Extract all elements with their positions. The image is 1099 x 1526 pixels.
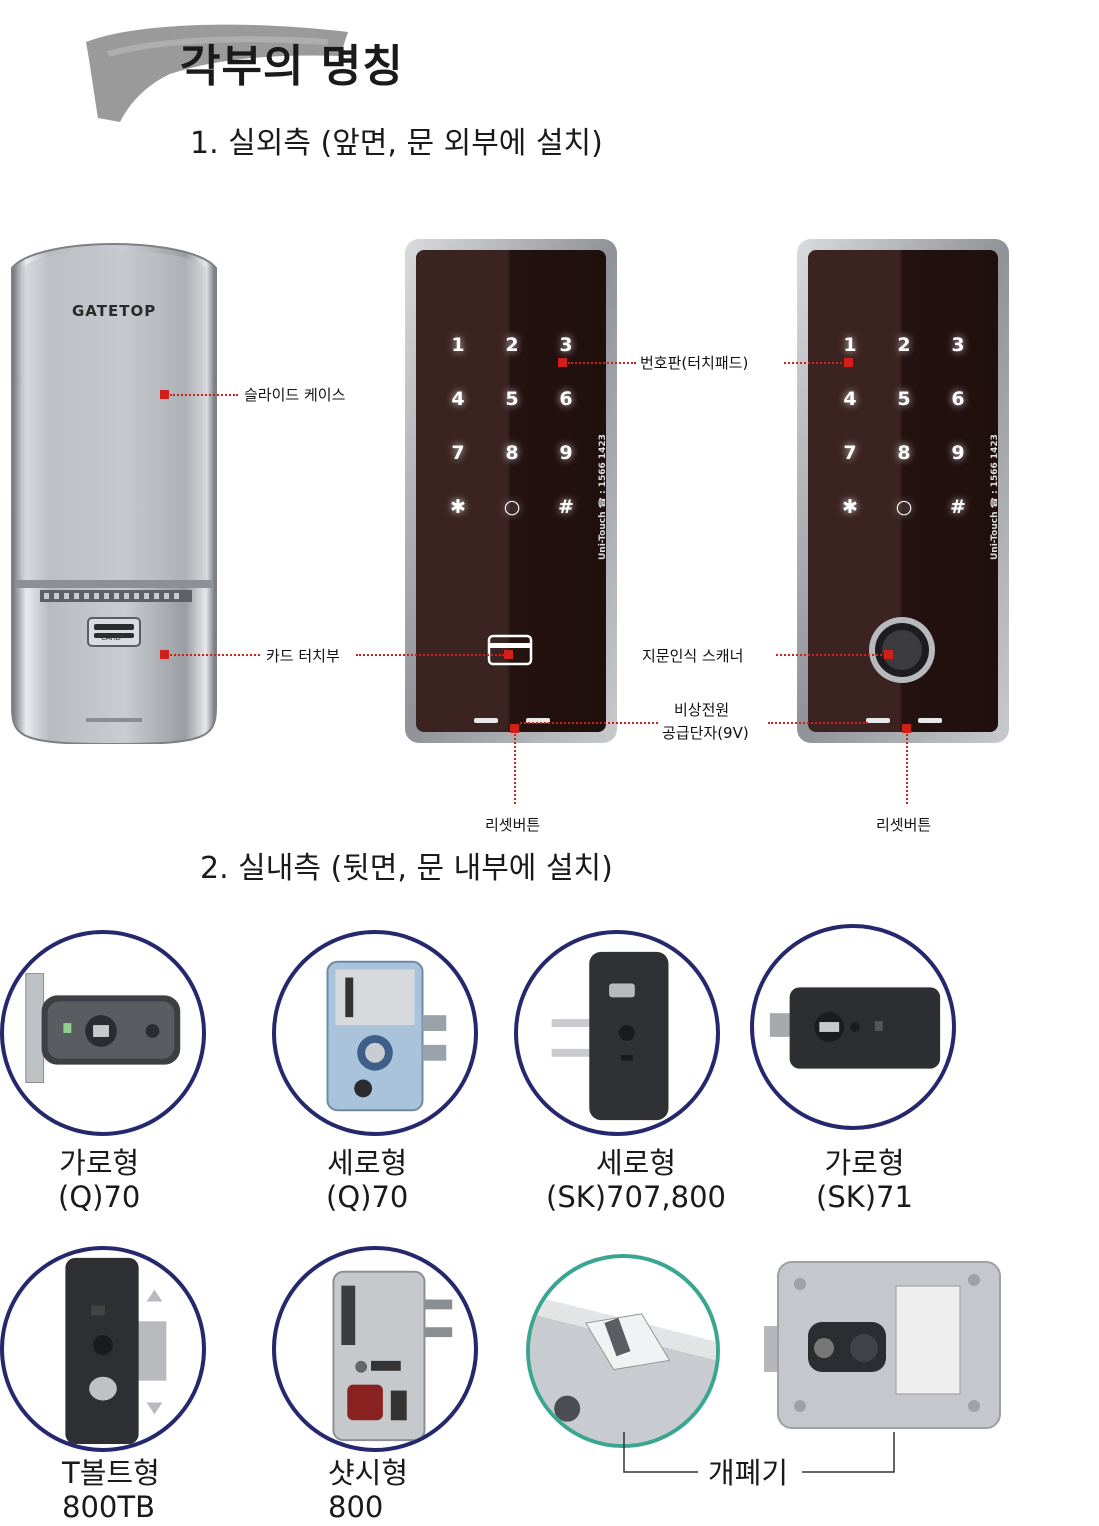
card-touch-marker-left [160,650,169,659]
opener-bracket [623,1432,895,1473]
keypad-card-unit [404,238,618,744]
keypad-fingerprint-key-10[interactable]: ✱ [842,496,858,518]
caption-q70-horizontal: 가로형 (Q)70 [58,1146,140,1214]
caption-q70-vertical-type: 세로형 [327,1146,408,1180]
indoor-sk71-horizontal-image [750,924,956,1130]
fingerprint-marker [884,650,893,659]
keypad-fingerprint-key-2[interactable]: 2 [897,334,911,356]
keypad-fingerprint-key-1[interactable]: 1 [843,334,857,356]
keypad-fingerprint-key-4[interactable]: 4 [843,388,857,410]
keypad-card-key-12[interactable]: # [558,496,574,518]
keypad-card-key-11[interactable]: ○ [503,496,521,518]
caption-sk707-vertical-model: (SK)707,800 [546,1180,726,1214]
section-heading-indoor: 2. 실내측 (뒷면, 문 내부에 설치) [200,851,613,886]
caption-800-sash: 샷시형 800 [328,1456,408,1524]
page-title: 각부의 명칭 [180,41,404,92]
indoor-sk707-vertical-image [514,930,720,1136]
callout-emergency-power-line1: 비상전원 [674,701,730,719]
keypad-card-key-1[interactable]: 1 [451,334,465,356]
callout-slide-case: 슬라이드 케이스 [244,386,346,404]
uni-touch-side-text-right: Uni-Touch ☎ : 1566 1423 [990,434,1000,560]
callout-number-pad: 번호판(터치패드) [640,354,749,372]
caption-800tb: T볼트형 800TB [62,1456,160,1524]
card-slot-label: CARD [101,634,121,642]
keypad-card-key-3[interactable]: 3 [559,334,573,356]
keypad-card-key-5[interactable]: 5 [505,388,519,410]
caption-sk707-vertical-type: 세로형 [595,1146,677,1180]
number-pad-leader-left [568,362,636,364]
title-brush-stroke [86,24,348,123]
card-touch-leader-right [356,654,504,656]
caption-sk71-horizontal-type: 가로형 [824,1146,905,1180]
brand-logo: GATETOP [72,302,157,320]
keypad-card-key-2[interactable]: 2 [505,334,519,356]
slide-case-marker [160,390,169,399]
indoor-q70-vertical-image [272,930,478,1136]
slide-case-leader [170,394,238,396]
caption-q70-horizontal-type: 가로형 [59,1146,140,1180]
callout-emergency-power-line2: 공급단자(9V) [662,724,749,742]
keypad-card-key-7[interactable]: 7 [451,442,465,464]
keypad-fingerprint-key-12[interactable]: # [950,496,966,518]
section-heading-outdoor: 1. 실외측 (앞면, 문 외부에 설치) [190,126,603,161]
card-touch-leader-left [170,654,260,656]
keypad-fingerprint-key-8[interactable]: 8 [897,442,911,464]
fingerprint-leader [776,654,886,656]
caption-sk71-horizontal-model: (SK)71 [816,1180,913,1214]
card-touch-marker-right [504,650,513,659]
reset-leader-right [906,734,908,804]
keypad-card-frame [405,239,617,743]
emergency-leader-left [520,722,658,724]
indoor-800-sash-image [272,1246,478,1452]
callout-fingerprint: 지문인식 스캐너 [642,647,744,665]
reset-marker-right [902,724,911,733]
indoor-q70-horizontal-image [0,930,206,1136]
callout-reset-left: 리셋버튼 [485,816,541,834]
keypad-card-key-10[interactable]: ✱ [450,496,466,518]
keypad-fingerprint-frame [797,239,1009,743]
keypad-fingerprint-key-6[interactable]: 6 [951,388,965,410]
caption-800-sash-type: 샷시형 [328,1456,409,1490]
caption-sk71-horizontal: 가로형 (SK)71 [816,1146,913,1214]
caption-q70-horizontal-model: (Q)70 [58,1180,141,1214]
keypad-card-key-4[interactable]: 4 [451,388,465,410]
caption-800tb-type: T볼트형 [62,1456,160,1490]
opener-label: 개폐기 [708,1456,789,1490]
callout-reset-right: 리셋버튼 [876,816,932,834]
slide-case-lock-image [11,243,217,744]
number-pad-marker-left [558,358,567,367]
keypad-fingerprint-key-5[interactable]: 5 [897,388,911,410]
keypad-fingerprint-key-11[interactable]: ○ [895,496,913,518]
keypad-fingerprint-key-7[interactable]: 7 [843,442,857,464]
keypad-card-key-9[interactable]: 9 [559,442,573,464]
number-pad-leader-right [784,362,846,364]
caption-q70-vertical-model: (Q)70 [326,1180,409,1214]
keypad-card-key-6[interactable]: 6 [559,388,573,410]
keypad-fingerprint-key-9[interactable]: 9 [951,442,965,464]
caption-q70-vertical: 세로형 (Q)70 [326,1146,408,1214]
caption-sk707-vertical: 세로형 (SK)707,800 [546,1146,726,1214]
keypad-card-key-8[interactable]: 8 [505,442,519,464]
emergency-leader-right [768,722,868,724]
uni-touch-side-text-left: Uni-Touch ☎ : 1566 1423 [598,434,608,560]
reset-marker-left [510,724,519,733]
opener-detail-image [526,1254,720,1448]
keypad-fingerprint-key-3[interactable]: 3 [951,334,965,356]
opener-lock-image [764,1261,1001,1429]
number-pad-marker-right [844,358,853,367]
indoor-800tb-image [0,1246,206,1452]
caption-800-sash-model: 800 [328,1490,384,1524]
caption-800tb-model: 800TB [62,1490,155,1524]
callout-card-touch: 카드 터치부 [266,647,340,665]
keypad-fingerprint-unit [796,238,1010,744]
reset-leader-left [514,734,516,804]
